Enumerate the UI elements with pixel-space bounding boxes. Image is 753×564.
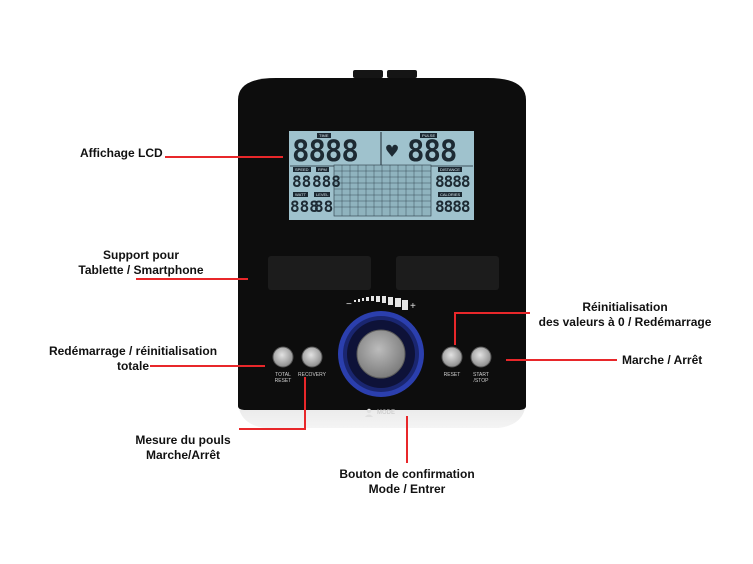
callout-support-line2: Tablette / Smartphone	[78, 263, 204, 277]
total-reset-caption: TOTAL RESET	[273, 372, 293, 384]
lcd-speed-digits: 88	[292, 172, 312, 191]
callout-pulse-line2: Marche/Arrêt	[145, 448, 221, 462]
lcd-calories-label: CALORIES	[438, 192, 463, 197]
plus-sign: +	[410, 301, 416, 312]
callout-reset-line1: Réinitialisation	[582, 300, 668, 314]
callout-pulse: Mesure du pouls Marche/Arrêt	[113, 433, 253, 463]
lcd-distance-label: DISTANCE	[438, 167, 462, 172]
lcd-rpm-digits: 888	[312, 172, 341, 191]
lcd-pulse-label: PULSE	[420, 133, 438, 138]
recovery-button[interactable]	[302, 347, 322, 367]
callout-reset: Réinitialisation des valeurs à 0 / Redém…	[525, 300, 725, 330]
lcd-time-label: TIME	[317, 133, 331, 138]
lcd-level-label: LEVEL	[314, 192, 331, 197]
lcd-rpm-label: RPM	[316, 167, 329, 172]
total-reset-button[interactable]	[273, 347, 293, 367]
callout-reset-line2: des valeurs à 0 / Redémarrage	[538, 315, 712, 329]
callout-confirm: Bouton de confirmation Mode / Entrer	[327, 467, 487, 497]
console-panel: TIME PULSE SPEED RPM WATT LEVEL DISTANCE…	[236, 70, 528, 430]
start-stop-caption: START /STOP	[471, 372, 491, 384]
lcd-pulse-digits: 888	[407, 134, 457, 168]
callout-start-stop: Marche / Arrêt	[622, 353, 703, 367]
start-stop-caption-line1: START	[473, 372, 489, 378]
callout-total-reset-line2: totale	[116, 359, 149, 373]
callout-confirm-line1: Bouton de confirmation	[339, 467, 475, 481]
mode-dial-knob[interactable]	[357, 330, 405, 378]
reset-button[interactable]	[442, 347, 462, 367]
lcd-calories-digits: 8888	[435, 197, 471, 216]
callout-confirm-line2: Mode / Entrer	[368, 482, 446, 496]
callout-pulse-line1: Mesure du pouls	[135, 433, 231, 447]
callout-support: Support pour Tablette / Smartphone	[66, 248, 216, 278]
callout-support-line1: Support pour	[103, 248, 179, 262]
start-stop-caption-line2: /STOP	[473, 378, 489, 384]
reset-caption: RESET	[443, 372, 461, 378]
lcd-speed-label: SPEED	[293, 167, 311, 172]
callout-total-reset-line1: Redémarrage / réinitialisation	[48, 344, 218, 358]
lcd-watt-label: WATT	[293, 192, 308, 197]
start-stop-button[interactable]	[471, 347, 491, 367]
lcd-level-digits: 88	[314, 197, 334, 216]
recovery-caption: RECOVERY	[298, 372, 326, 378]
callout-total-reset: Redémarrage / réinitialisation totale	[38, 344, 228, 374]
total-reset-caption-line2: RESET	[274, 378, 292, 384]
lcd-watt-digits: 888	[290, 197, 319, 216]
lcd-distance-digits: 8888	[435, 172, 471, 191]
heart-icon: ♥	[386, 139, 399, 163]
callout-lcd: Affichage LCD	[80, 146, 163, 160]
minus-sign: −	[346, 299, 352, 310]
total-reset-caption-line1: TOTAL	[275, 372, 291, 378]
mode-caption: MODE	[377, 410, 395, 416]
lcd-time-digits: 8888	[292, 134, 359, 168]
